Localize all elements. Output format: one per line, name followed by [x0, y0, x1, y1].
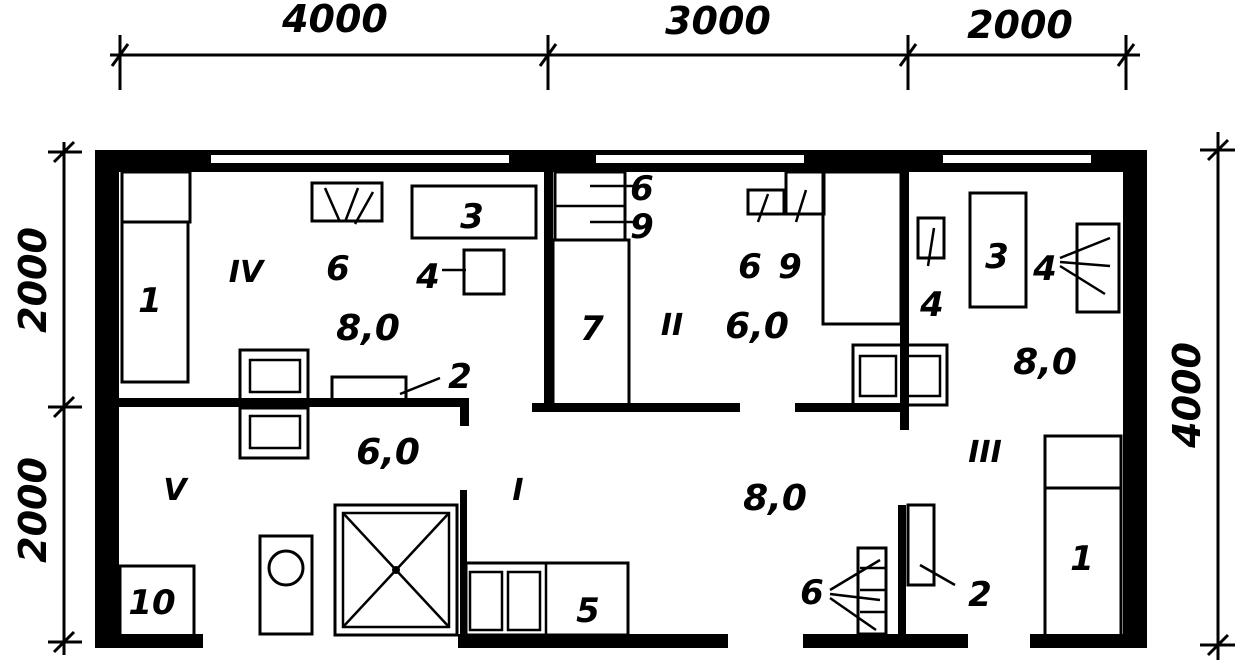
- furniture-1-right: 1: [1070, 539, 1094, 579]
- furniture-4-right-a: 4: [919, 285, 944, 325]
- dim-top-2: 3000: [665, 0, 771, 43]
- right-dimension-line: [1200, 132, 1235, 660]
- furniture-1-left: 1: [138, 281, 162, 321]
- dim-top-1: 4000: [281, 0, 388, 41]
- room-iv-numeral: IV: [229, 255, 266, 290]
- room-iv-furniture: [120, 170, 538, 407]
- room-i-furniture: [464, 561, 630, 637]
- room-ii-area: 6,0: [725, 306, 789, 347]
- dim-left-2: 2000: [11, 457, 55, 563]
- furniture-2-right: 2: [968, 575, 992, 615]
- room-ii-numeral: II: [661, 308, 683, 343]
- interior-walls: [119, 150, 909, 645]
- room-v-numeral: V: [163, 473, 189, 508]
- furniture-6-left: 6: [326, 249, 350, 289]
- room-i-area: 8,0: [743, 478, 807, 519]
- furniture-9-mid-a: 9: [630, 207, 654, 247]
- furniture-6-bottom: 6: [800, 573, 824, 613]
- furniture-4-right-b: 4: [1032, 249, 1057, 289]
- windows: [209, 153, 1093, 165]
- dim-left-1: 2000: [11, 227, 55, 333]
- furniture-7: 7: [580, 309, 604, 349]
- room-v-furniture: [118, 406, 459, 638]
- room-i-numeral: I: [512, 473, 523, 508]
- room-iii-numeral: III: [968, 435, 1002, 470]
- furniture-6-mid-b: 6: [738, 247, 762, 287]
- top-dimension-line: [110, 35, 1140, 90]
- left-dimension-line: [48, 140, 82, 655]
- furniture-3-right: 3: [985, 237, 1009, 277]
- furniture-6-mid-a: 6: [630, 169, 654, 209]
- room-ii-furniture: [551, 170, 903, 407]
- furniture-9-mid-b: 9: [778, 247, 802, 287]
- furniture-5: 5: [576, 591, 600, 631]
- room-iv-area: 8,0: [336, 308, 400, 349]
- dim-top-3: 2000: [967, 3, 1073, 47]
- room-iii-furniture: [829, 191, 1123, 638]
- room-iii-area: 8,0: [1013, 342, 1077, 383]
- furniture-10: 10: [128, 583, 175, 623]
- furniture-2-left: 2: [448, 357, 472, 397]
- dim-right: 4000: [1165, 342, 1209, 449]
- furniture-3-left: 3: [460, 197, 484, 237]
- furniture-4-left: 4: [415, 257, 440, 297]
- room-v-area: 6,0: [356, 432, 420, 473]
